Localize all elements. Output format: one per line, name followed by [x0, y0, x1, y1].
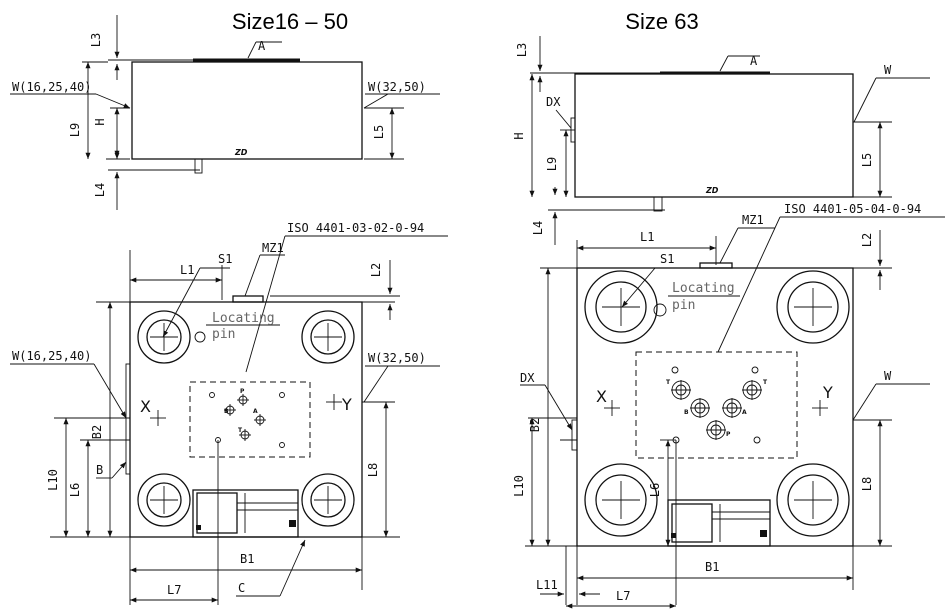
right-top-dim-l5: L5	[860, 153, 874, 167]
left-front-x: X	[140, 397, 151, 416]
right-front-dim-l7: L7	[616, 589, 630, 603]
left-front-dim-l8: L8	[366, 463, 380, 477]
left-front-connector	[192, 489, 299, 538]
right-front-view: L1 MZ1 ISO 4401-05-04-0-94 L2 S1	[512, 202, 945, 609]
left-port-b: B	[224, 408, 229, 415]
left-top-w-left: W(16,25,40)	[12, 80, 91, 94]
right-front-dim-l2: L2	[860, 233, 874, 247]
right-front-s1: S1	[660, 252, 674, 266]
right-front-ports: T T B A P	[666, 366, 768, 444]
left-front-interface-area	[189, 381, 311, 458]
left-front-w-right: W(32,50)	[368, 351, 426, 365]
right-front-y: Y	[822, 383, 833, 402]
left-front-mount-hole-tl	[137, 310, 191, 364]
left-front-dim-l1: L1	[180, 263, 194, 277]
left-top-dim-l3: L3	[89, 33, 103, 47]
left-front-locating-text-1: Locating	[212, 311, 275, 326]
right-front-dim-l6: L6	[648, 483, 662, 497]
right-front-mount-hole-tl	[584, 270, 658, 344]
left-front-label-b: B	[96, 463, 103, 477]
right-front-w: W	[884, 369, 892, 383]
right-front-mz1: MZ1	[742, 213, 764, 227]
left-front-dim-b2: B2	[90, 425, 104, 439]
right-port-b: B	[684, 409, 689, 416]
right-front-dim-l1: L1	[640, 230, 654, 244]
right-top-pin	[653, 196, 663, 212]
left-front-y: Y	[341, 395, 352, 414]
left-top-dim-l9: L9	[68, 123, 82, 137]
right-front-mz1-pin	[699, 262, 733, 269]
title-left: Size16 – 50	[232, 9, 348, 34]
left-front-mount-hole-bl	[137, 473, 191, 527]
zd-logo-right: ZD	[705, 186, 719, 195]
left-front-mount-hole-br	[301, 473, 355, 527]
right-front-dim-l11: L11	[536, 578, 558, 592]
right-top-dim-h: H	[512, 132, 526, 139]
right-port-t1: T	[666, 379, 671, 386]
left-front-mount-hole-tr	[301, 310, 355, 364]
left-port-t: T	[238, 427, 243, 434]
right-front-dim-l10: L10	[512, 475, 526, 497]
right-front-mount-hole-tr	[776, 270, 850, 344]
left-front-s1: S1	[218, 252, 232, 266]
left-port-a: A	[253, 408, 258, 415]
left-top-dim-l4: L4	[93, 183, 107, 197]
right-front-x: X	[596, 387, 607, 406]
right-front-dim-b2: B2	[528, 418, 542, 432]
right-top-dim-l4: L4	[531, 221, 545, 235]
right-front-iso: ISO 4401-05-04-0-94	[784, 202, 921, 216]
right-front-mount-hole-br	[776, 463, 850, 537]
right-front-locating-text-2: pin	[672, 298, 695, 313]
left-front-locating-text-2: pin	[212, 327, 235, 342]
left-front-mz1-pin	[232, 295, 264, 303]
title-right: Size 63	[625, 9, 698, 34]
right-front-interface-area	[635, 351, 798, 459]
right-top-body	[574, 73, 854, 198]
right-top-dim-l3: L3	[515, 43, 529, 57]
left-top-pin	[194, 158, 203, 174]
right-front-dx-block	[571, 419, 578, 451]
left-front-label-c: C	[238, 581, 245, 595]
left-top-dim-l5: L5	[372, 125, 386, 139]
left-top-body	[131, 61, 363, 160]
right-front-locating-pin	[653, 303, 667, 317]
left-front-dim-l6: L6	[68, 483, 82, 497]
zd-logo: ZD	[234, 148, 248, 157]
left-top-w-right: W(32,50)	[368, 80, 426, 94]
left-top-label-a: A	[258, 39, 266, 53]
right-front-body	[576, 267, 854, 547]
right-top-dim-l9: L9	[545, 157, 559, 171]
left-front-mz1: MZ1	[262, 241, 284, 255]
left-front-dim-l10: L10	[46, 469, 60, 491]
right-top-label-a: A	[750, 54, 758, 68]
right-top-dx: DX	[546, 95, 561, 109]
right-front-dim-l8: L8	[860, 477, 874, 491]
right-port-t2: T	[763, 379, 768, 386]
left-top-view: L3 A W(16,25,40) W(32,50) H L9 L5 L4	[10, 15, 440, 210]
left-front-dim-l2: L2	[369, 263, 383, 277]
left-front-locating-pin	[194, 331, 206, 343]
left-top-dim-h: H	[93, 118, 107, 125]
right-front-dx: DX	[520, 371, 535, 385]
left-front-side-block	[125, 363, 131, 475]
right-front-dim-b1: B1	[705, 560, 719, 574]
left-front-iso: ISO 4401-03-02-0-94	[287, 221, 424, 235]
right-front-locating-text-1: Locating	[672, 281, 735, 296]
left-front-w-left: W(16,25,40)	[12, 349, 91, 363]
right-port-a: A	[742, 409, 747, 416]
left-front-view: MZ1 ISO 4401-03-02-0-94 L1 S1 L2	[10, 221, 448, 605]
left-front-ports: P A B T	[209, 388, 285, 448]
right-port-p: P	[726, 431, 731, 438]
right-top-w: W	[884, 63, 892, 77]
right-top-view: L3 A W DX H L9 L5 L4 ZD	[512, 36, 930, 245]
left-port-p: P	[240, 388, 245, 395]
right-front-mount-hole-bl	[584, 463, 658, 537]
left-front-dim-l7: L7	[167, 583, 181, 597]
left-front-dim-b1: B1	[240, 552, 254, 566]
right-front-connector	[667, 499, 771, 547]
